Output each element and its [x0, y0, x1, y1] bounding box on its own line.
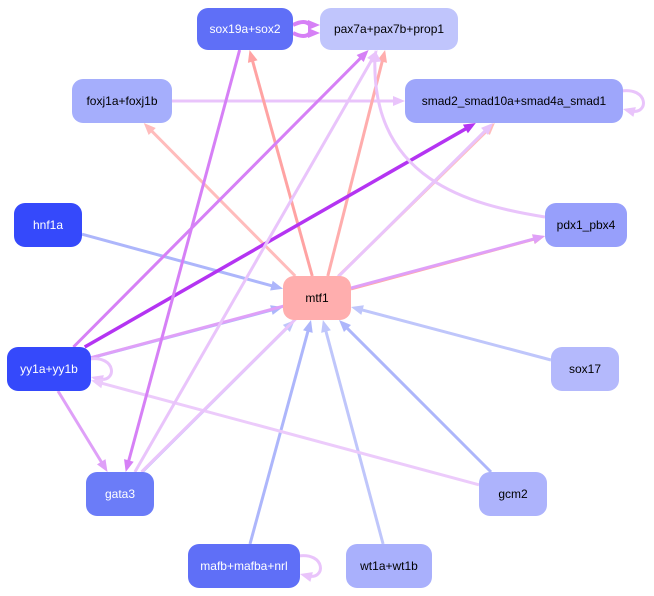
arrowhead: [300, 572, 313, 582]
arrowhead: [481, 123, 494, 136]
node-foxj1a[interactable]: foxj1a+foxj1b: [72, 79, 172, 123]
node-label: sox19a+sox2: [209, 22, 280, 36]
edge-sox19a-to-gata3: [124, 49, 242, 472]
node-label: wt1a+wt1b: [359, 559, 418, 573]
arrowhead: [623, 107, 636, 117]
edge-line: [373, 55, 546, 219]
node-mtf1[interactable]: mtf1: [283, 276, 351, 320]
arrowhead: [303, 320, 313, 333]
node-gcm2[interactable]: gcm2: [479, 472, 547, 516]
node-label: hnf1a: [33, 218, 63, 232]
arrowhead: [532, 234, 545, 244]
edge-yy1a-to-smad2: [83, 123, 476, 349]
node-box: [197, 8, 293, 50]
nodes-layer: sox19a+sox2 pax7a+pax7b+prop1 foxj1a+foxj1…: [7, 8, 627, 588]
node-label: yy1a+yy1b: [20, 362, 78, 376]
edge-yy1a-to-gata3: [56, 390, 108, 472]
node-gata3[interactable]: gata3: [86, 472, 154, 516]
arrowhead: [371, 50, 382, 63]
edge-line: [133, 58, 374, 473]
node-label: mafb+mafba+nrl: [200, 559, 287, 573]
node-label: smad2_smad10a+smad4a_smad1: [422, 94, 607, 108]
node-wt1a[interactable]: wt1a+wt1b: [346, 544, 432, 588]
edge-mafb-to-mafb: [297, 554, 322, 582]
edge-line: [345, 326, 493, 474]
edge-hnf1a-to-mtf1: [81, 232, 283, 291]
node-smad2[interactable]: smad2_smad10a+smad4a_smad1: [405, 79, 623, 123]
edge-mafb-to-mtf1: [248, 320, 313, 545]
edge-line: [326, 60, 384, 277]
node-sox17[interactable]: sox17: [551, 347, 619, 391]
arrowhead: [321, 320, 331, 333]
edge-foxj1a-to-smad2: [172, 96, 405, 106]
arrowhead: [96, 459, 108, 472]
node-box: [86, 472, 154, 516]
edge-smad2-to-smad2: [620, 89, 645, 117]
edge-mtf1-to-foxj1a: [143, 123, 297, 278]
node-box: [346, 544, 432, 588]
node-pax7a[interactable]: pax7a+pax7b+prop1: [320, 8, 458, 50]
arrowhead: [351, 305, 364, 315]
arrowhead: [143, 123, 156, 136]
edge-line: [361, 308, 552, 362]
edge-pdx1-to-pax7a: [371, 50, 546, 219]
node-sox19a[interactable]: sox19a+sox2: [197, 8, 293, 50]
arrowhead: [270, 280, 283, 291]
edge-line: [56, 390, 104, 464]
node-label: mtf1: [305, 291, 329, 305]
arrowhead: [91, 378, 104, 389]
node-label: foxj1a+foxj1b: [86, 94, 157, 108]
edge-line: [72, 56, 362, 349]
node-box: [545, 203, 627, 247]
node-pdx1[interactable]: pdx1_pbx4: [545, 203, 627, 247]
edge-wt1a-to-mtf1: [321, 320, 385, 545]
arrowhead: [124, 459, 134, 472]
node-label: gcm2: [498, 487, 528, 501]
node-box: [551, 347, 619, 391]
arrowhead: [356, 50, 369, 63]
edge-sox19a-to-pax7a: [292, 20, 320, 38]
edge-line: [324, 330, 385, 545]
edge-gcm2-to-mtf1: [339, 320, 493, 474]
edge-line: [127, 49, 242, 462]
node-label: pax7a+pax7b+prop1: [334, 22, 444, 36]
edge-line: [83, 126, 468, 349]
edge-line: [251, 60, 314, 277]
node-hnf1a[interactable]: hnf1a: [14, 203, 82, 247]
arrowhead: [308, 20, 320, 30]
node-label: gata3: [105, 487, 135, 501]
edge-line: [101, 381, 480, 487]
node-box: [188, 544, 300, 588]
node-box: [72, 79, 172, 123]
edge-mtf1-to-sox19a: [247, 50, 314, 277]
edge-line: [248, 330, 310, 545]
node-label: sox17: [569, 362, 601, 376]
node-box: [283, 276, 351, 320]
node-mafb[interactable]: mafb+mafba+nrl: [188, 544, 300, 588]
edge-line: [292, 20, 312, 27]
arrowhead: [393, 96, 405, 106]
edge-sox17-to-mtf1: [351, 305, 552, 362]
self-loop-line: [297, 554, 322, 578]
self-loop-line: [620, 89, 645, 113]
node-label: pdx1_pbx4: [557, 218, 616, 232]
edge-line: [150, 129, 297, 278]
node-box: [14, 203, 82, 247]
node-box: [320, 8, 458, 50]
arrowhead: [247, 50, 258, 63]
node-box: [405, 79, 623, 123]
arrowhead: [308, 28, 320, 38]
arrowhead: [462, 123, 476, 134]
node-box: [479, 472, 547, 516]
arrowhead: [339, 320, 352, 333]
node-box: [7, 347, 91, 391]
edge-line: [292, 31, 312, 38]
node-yy1a[interactable]: yy1a+yy1b: [7, 347, 91, 391]
edge-gcm2-to-yy1a: [91, 378, 480, 487]
edge-yy1a-to-pax7a: [72, 50, 369, 349]
edge-line: [81, 232, 273, 288]
